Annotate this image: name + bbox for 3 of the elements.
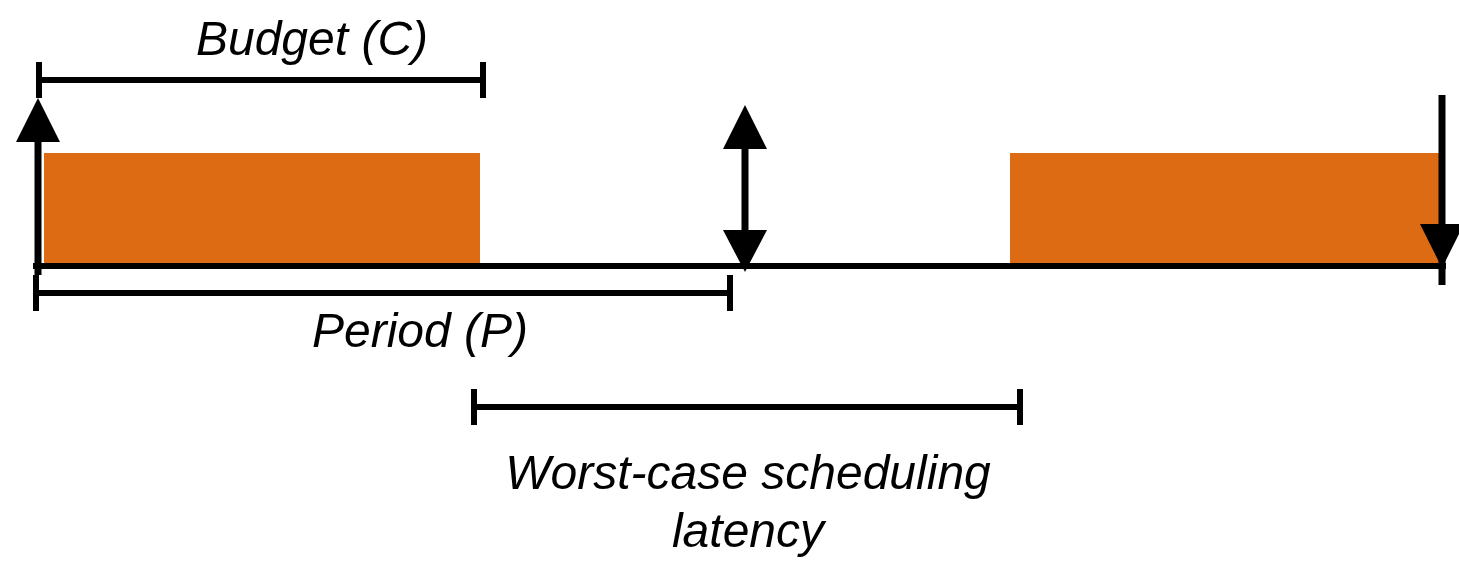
dimension-label: Worst-case scheduling latency: [504, 445, 992, 559]
dimension-label: Period (P): [310, 303, 530, 359]
dimension-label: Budget (C): [194, 11, 430, 67]
